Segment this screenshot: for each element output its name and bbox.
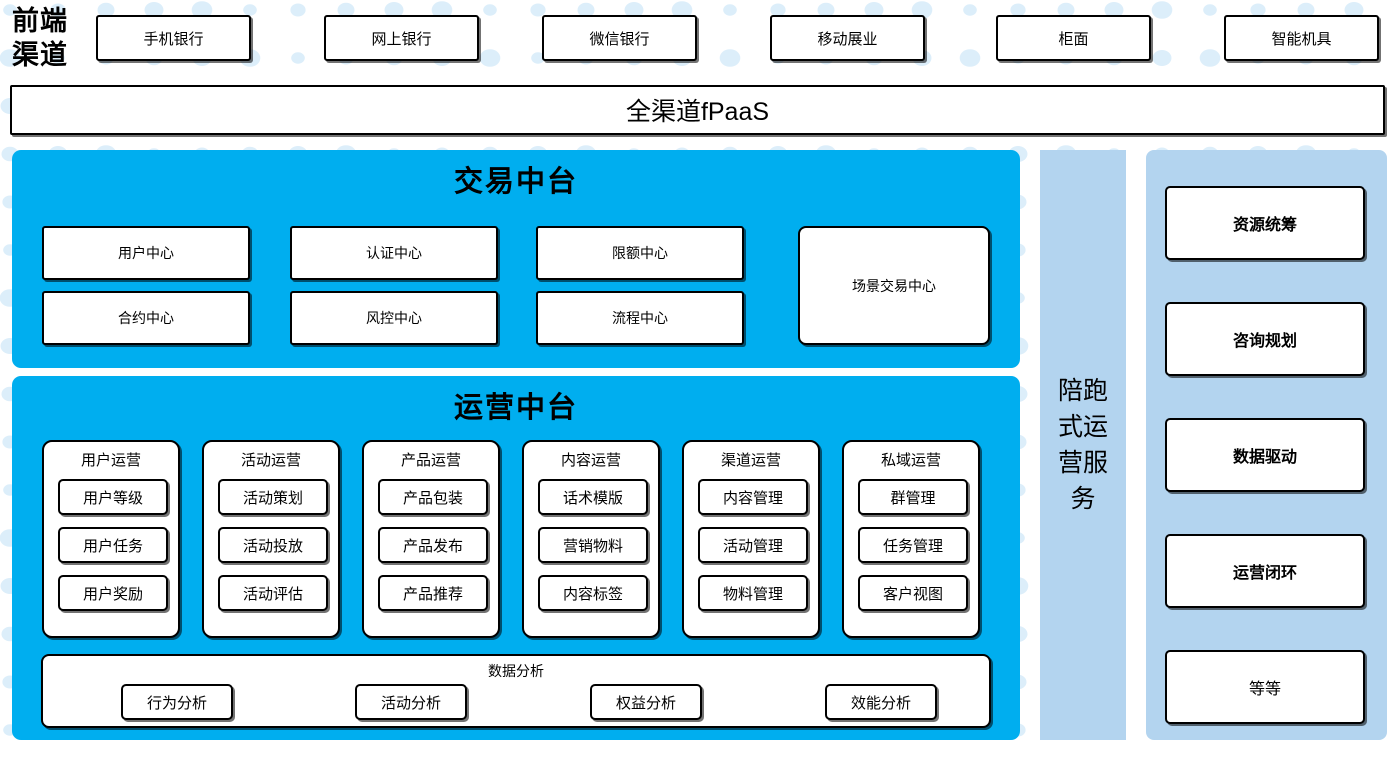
ops-item-product-release[interactable]: 产品发布	[378, 527, 488, 563]
ops-item-content-tag[interactable]: 内容标签	[538, 575, 648, 611]
trade-box-contract-center[interactable]: 合约中心	[42, 291, 250, 345]
front-end-channel-row: 前端 渠道 手机银行 网上银行 微信银行 移动展业 柜面 智能机具	[0, 0, 1393, 82]
front-end-channel-label: 前端 渠道	[4, 2, 76, 74]
ops-item-user-reward[interactable]: 用户奖励	[58, 575, 168, 611]
data-analysis-title: 数据分析	[488, 663, 544, 679]
ops-item-content-management[interactable]: 内容管理	[698, 479, 808, 515]
pillar-box-resource-coordination[interactable]: 资源统筹	[1165, 186, 1365, 260]
analysis-item-efficiency[interactable]: 效能分析	[825, 684, 937, 720]
service-label-line2: 式运	[1057, 413, 1108, 441]
ops-item-customer-view[interactable]: 客户视图	[858, 575, 968, 611]
omnichannel-fpaas-bar[interactable]: 全渠道fPaaS	[10, 85, 1385, 135]
ops-item-product-packaging[interactable]: 产品包装	[378, 479, 488, 515]
ops-item-campaign-management[interactable]: 活动管理	[698, 527, 808, 563]
pillar-box-consulting-planning[interactable]: 咨询规划	[1165, 302, 1365, 376]
channel-box-mobile-bank[interactable]: 手机银行	[96, 15, 251, 61]
service-label-line1: 陪跑	[1057, 377, 1108, 405]
channel-box-wechat-bank[interactable]: 微信银行	[542, 15, 697, 61]
ops-column-title: 活动运营	[240, 452, 301, 469]
ops-item-task-management[interactable]: 任务管理	[858, 527, 968, 563]
pillar-box-etc[interactable]: 等等	[1165, 650, 1365, 724]
ops-item-product-recommendation[interactable]: 产品推荐	[378, 575, 488, 611]
trade-middle-platform-title: 交易中台	[453, 166, 578, 198]
trade-box-process-center[interactable]: 流程中心	[536, 291, 744, 345]
ops-column-title: 渠道运营	[720, 452, 781, 469]
ops-column-campaign-operations: 活动运营 活动策划 活动投放 活动评估	[202, 440, 340, 638]
ops-middle-platform-title: 运营中台	[453, 392, 578, 424]
pillar-box-data-driven[interactable]: 数据驱动	[1165, 418, 1365, 492]
accompanying-operation-service-column: 陪跑 式运 营服 务	[1040, 150, 1126, 740]
ops-item-material-management[interactable]: 物料管理	[698, 575, 808, 611]
analysis-item-behavior[interactable]: 行为分析	[121, 684, 233, 720]
channel-box-mobile-field[interactable]: 移动展业	[770, 15, 925, 61]
trade-box-auth-center[interactable]: 认证中心	[290, 226, 498, 280]
ops-item-campaign-planning[interactable]: 活动策划	[218, 479, 328, 515]
ops-middle-platform-panel: 运营中台 用户运营 用户等级 用户任务 用户奖励 活动运营 活动策划 活动投放 …	[12, 376, 1020, 740]
accompanying-operation-service-label: 陪跑 式运 营服 务	[1052, 373, 1114, 517]
ops-column-content-operations: 内容运营 话术模版 营销物料 内容标签	[522, 440, 660, 638]
front-end-channel-label-line2: 渠道	[12, 40, 68, 70]
ops-column-title: 产品运营	[400, 452, 461, 469]
trade-box-scenario-trade-center[interactable]: 场景交易中心	[798, 226, 990, 345]
service-label-line4: 务	[1070, 485, 1096, 513]
ops-item-group-management[interactable]: 群管理	[858, 479, 968, 515]
ops-item-marketing-material[interactable]: 营销物料	[538, 527, 648, 563]
ops-column-channel-operations: 渠道运营 内容管理 活动管理 物料管理	[682, 440, 820, 638]
channel-box-online-bank[interactable]: 网上银行	[324, 15, 479, 61]
ops-item-user-task[interactable]: 用户任务	[58, 527, 168, 563]
ops-column-title: 用户运营	[80, 452, 141, 469]
trade-box-limit-center[interactable]: 限额中心	[536, 226, 744, 280]
trade-middle-platform-panel: 交易中台 用户中心 认证中心 限额中心 合约中心 风控中心 流程中心 场景交易中…	[12, 150, 1020, 368]
ops-item-campaign-delivery[interactable]: 活动投放	[218, 527, 328, 563]
ops-item-script-template[interactable]: 话术模版	[538, 479, 648, 515]
ops-column-private-domain-operations: 私域运营 群管理 任务管理 客户视图	[842, 440, 980, 638]
pillar-box-operation-closed-loop[interactable]: 运营闭环	[1165, 534, 1365, 608]
ops-item-user-level[interactable]: 用户等级	[58, 479, 168, 515]
front-end-channel-label-line1: 前端	[12, 6, 68, 36]
analysis-item-benefit[interactable]: 权益分析	[590, 684, 702, 720]
trade-box-risk-center[interactable]: 风控中心	[290, 291, 498, 345]
ops-item-campaign-evaluation[interactable]: 活动评估	[218, 575, 328, 611]
channel-box-smart-machine[interactable]: 智能机具	[1224, 15, 1379, 61]
channel-box-counter[interactable]: 柜面	[996, 15, 1151, 61]
service-pillar-column: 资源统筹 咨询规划 数据驱动 运营闭环 等等	[1146, 150, 1387, 740]
ops-column-user-operations: 用户运营 用户等级 用户任务 用户奖励	[42, 440, 180, 638]
analysis-item-campaign[interactable]: 活动分析	[355, 684, 467, 720]
data-analysis-strip: 数据分析 行为分析 活动分析 权益分析 效能分析	[41, 654, 991, 728]
trade-box-user-center[interactable]: 用户中心	[42, 226, 250, 280]
ops-column-product-operations: 产品运营 产品包装 产品发布 产品推荐	[362, 440, 500, 638]
service-label-line3: 营服	[1057, 449, 1108, 477]
ops-column-title: 内容运营	[560, 452, 621, 469]
ops-column-title: 私域运营	[880, 452, 941, 469]
